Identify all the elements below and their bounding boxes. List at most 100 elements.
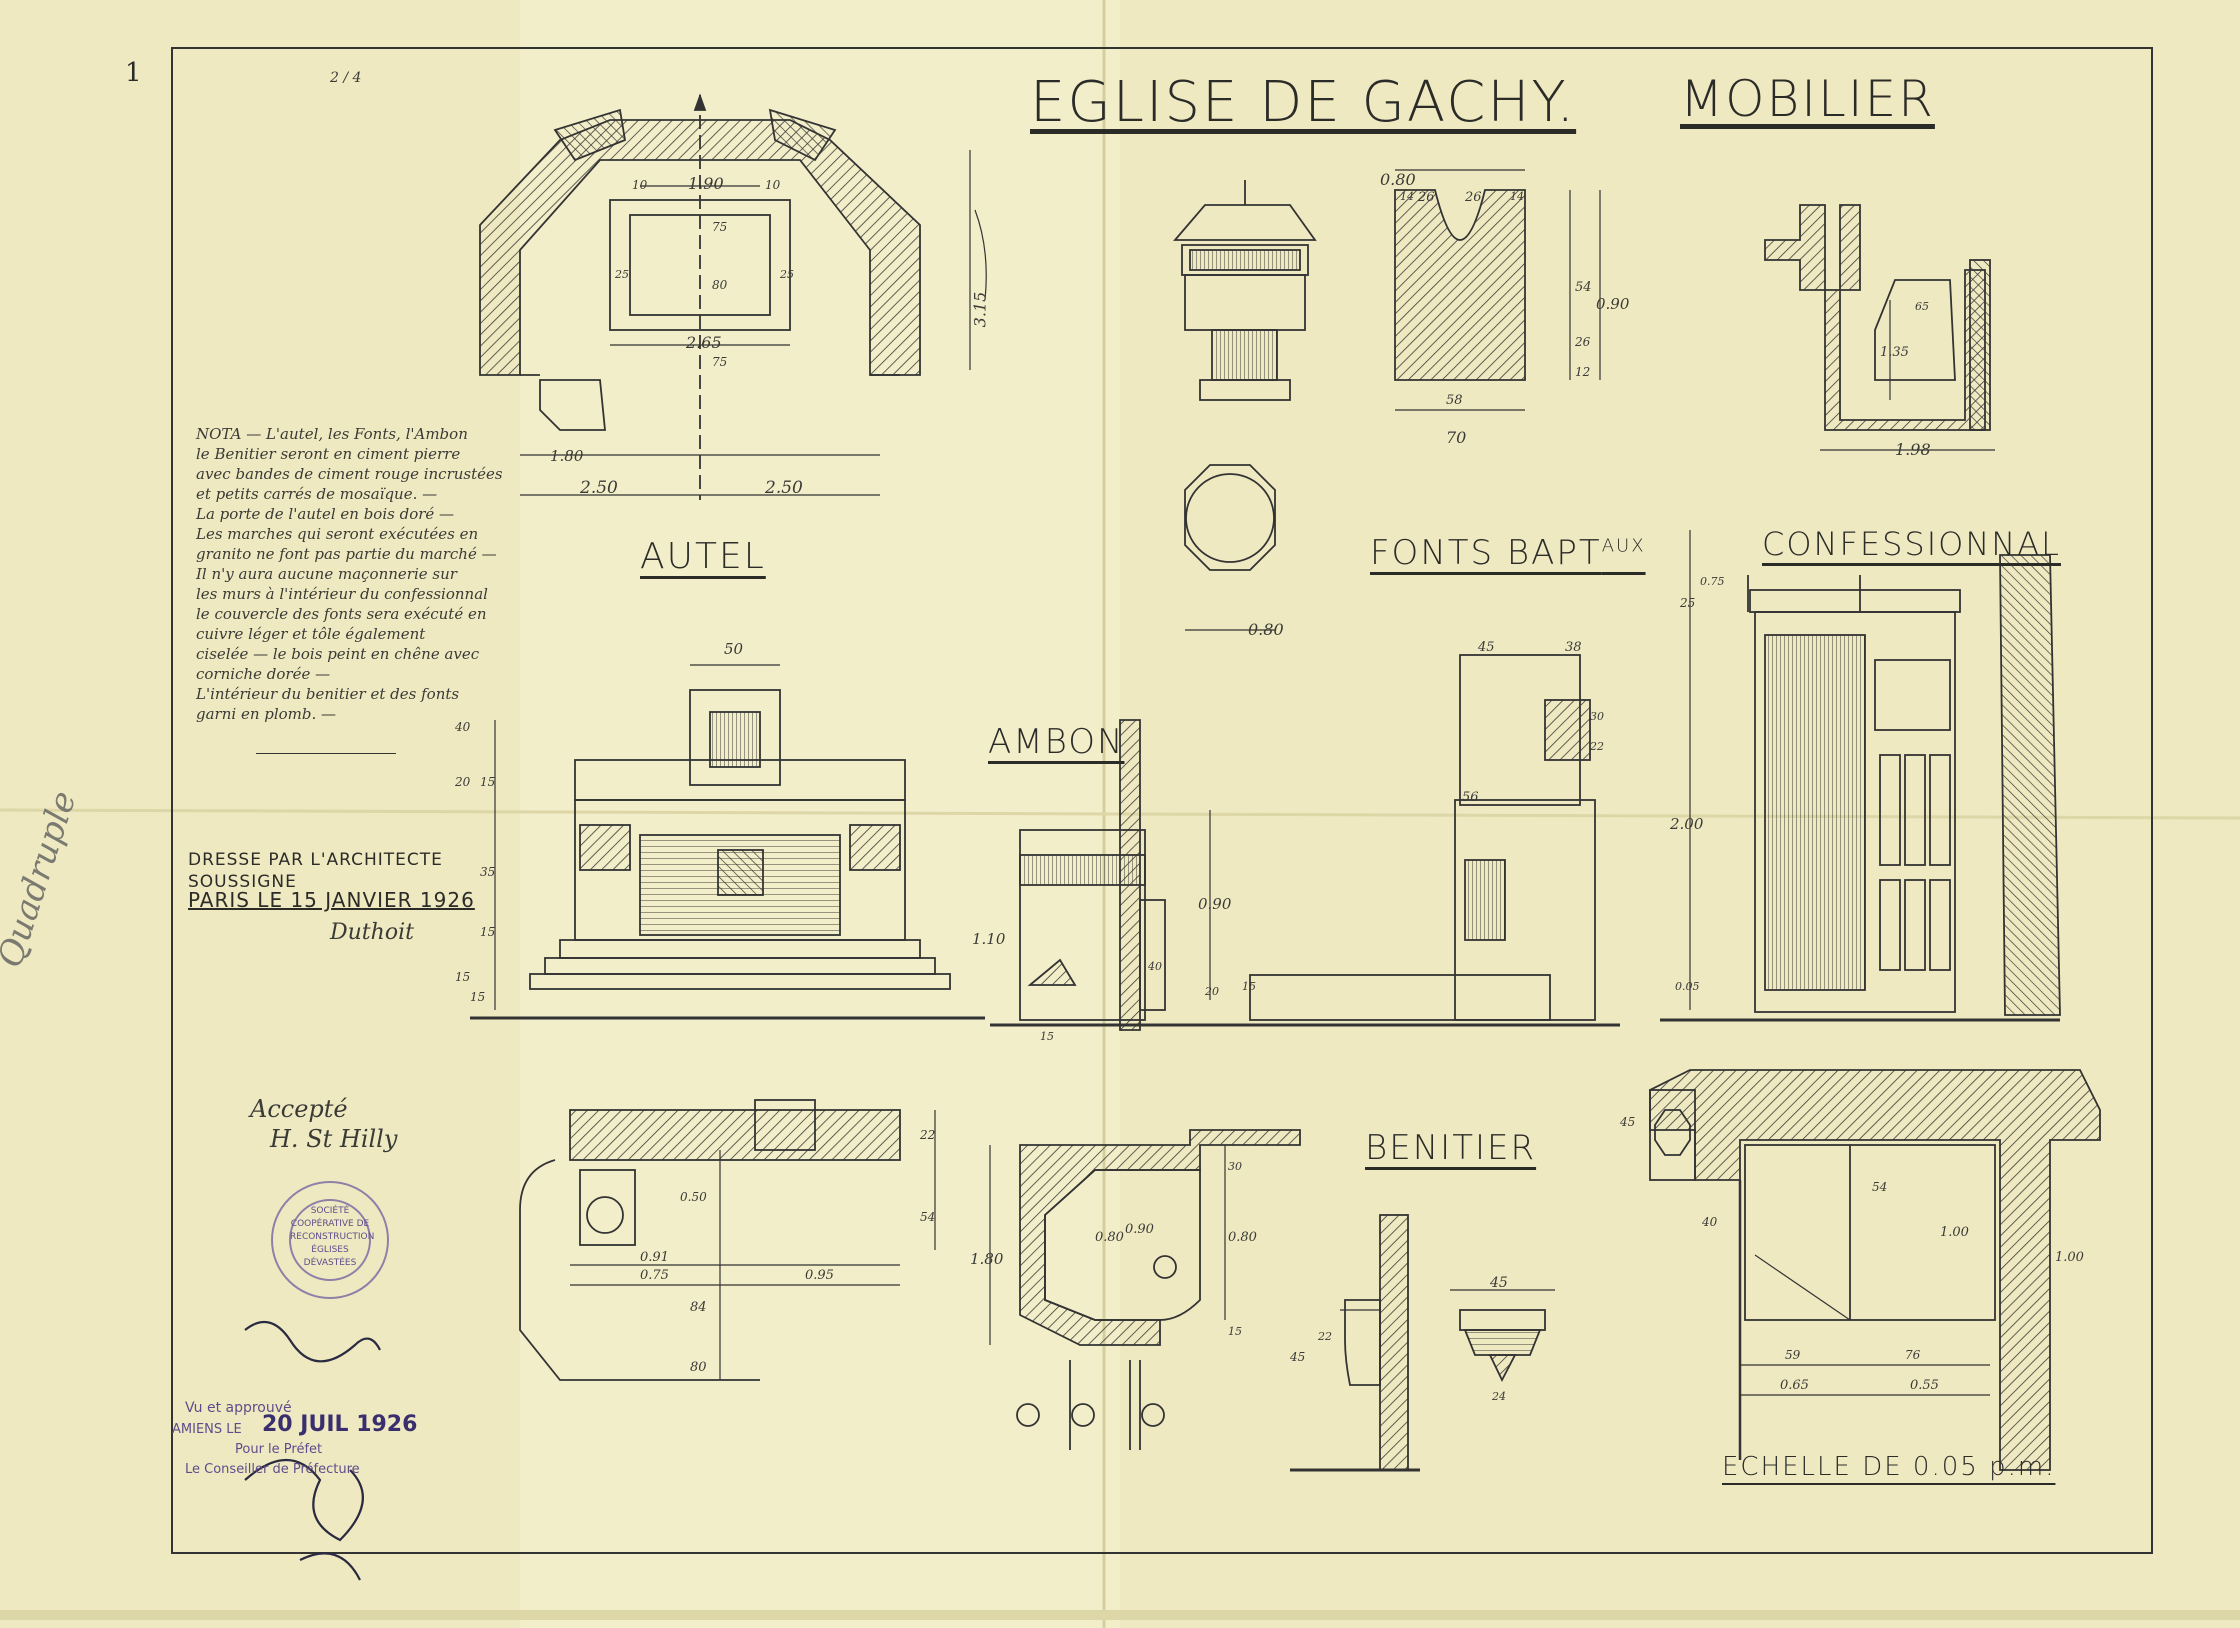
approval-line3: Pour le Préfet [235,1442,323,1457]
nota-block: NOTA — L'autel, les Fonts, l'Ambon le Be… [196,425,536,754]
dim-label: 76 [1905,1348,1921,1362]
dim-label: 65 [1915,300,1929,313]
dim-label: 22 [1590,740,1604,753]
nota-line: cuivre léger et tôle également [196,625,426,643]
dim-label: 15 [480,775,496,789]
dim-label: 15 [1228,1325,1242,1338]
dim-label: 12 [1575,365,1591,379]
approval-line2: AMIENS LE [172,1422,242,1437]
dim-label: 70 [1446,428,1467,447]
label-benitier: BENITIER [1365,1128,1537,1168]
dim-label: 0.55 [1910,1378,1939,1393]
dim-label: 0.90 [1125,1222,1154,1237]
dim-label: 1.90 [688,174,724,193]
dim-label: 25 [780,268,794,281]
dim-label: 20 [455,775,471,789]
dim-label: 2.65 [686,333,722,352]
label-fonts-text: FONTS BAPT [1370,533,1602,573]
seal-text: SOCIÉTÉ COOPÉRATIVE DE RECONSTRUCTION ÉG… [290,1206,375,1268]
dim-label: 45 [1290,1350,1306,1364]
dim-label: 75 [712,220,728,234]
dim-label: 0.90 [1198,895,1232,913]
dim-label: 14 [1510,190,1524,203]
dim-label: 25 [615,268,629,281]
dim-label: 54 [1872,1180,1888,1194]
dim-label: 75 [712,355,728,369]
architect-signature: Duthoit [330,920,414,945]
accepte-label: Accepté [250,1095,348,1123]
dim-label: 22 [920,1128,936,1142]
approval-signature [244,1320,381,1581]
dim-label: 0.90 [1596,295,1630,313]
label-fonts-sup: AUX [1601,535,1646,557]
approval-line4: Le Conseiller de Préfecture [185,1462,360,1477]
dim-label: 1.00 [1940,1225,1969,1240]
dim-label: 26 [1575,335,1591,349]
nota-line: et petits carrés de mosaïque. — [196,485,438,503]
dim-label: 2.50 [580,478,618,498]
dim-label: 84 [690,1300,707,1315]
label-fonts-baptismaux: FONTS BAPTAUX [1370,533,1646,573]
dim-label: 30 [1228,1160,1242,1173]
dim-label: 1.10 [972,930,1006,948]
approval-line1: Vu et approuvé [185,1400,292,1416]
dim-label: 45 [1478,640,1495,655]
dim-label: 1.98 [1895,440,1931,459]
confessionnal-elevation [1660,530,2061,1022]
dim-label: 30 [1590,710,1604,723]
nota-line: NOTA — L'autel, les Fonts, l'Ambon [196,425,468,443]
fonts-baptismaux-drawings [1173,169,1601,631]
dim-label: 38 [1565,640,1582,655]
dim-label: 2.00 [1670,815,1704,833]
nota-line: avec bandes de ciment rouge incrustées [196,465,503,483]
dim-label: 0.80 [1095,1230,1124,1245]
dim-label: 58 [1446,393,1463,408]
dim-label: 54 [920,1210,936,1224]
dim-label: 15 [480,925,496,939]
dim-label: 56 [1462,790,1479,805]
dim-label: 0.05 [1675,980,1700,993]
dim-label: 20 [1205,985,1219,998]
autel-elevation [470,664,985,1020]
dim-label: 15 [455,970,471,984]
dim-label: 1.35 [1880,345,1909,360]
dim-label: 45 [1490,1275,1508,1291]
dim-label: 3.15 [970,291,990,328]
sheet-subtitle: MOBILIER [1680,70,1935,128]
nota-line: ciselée — le bois peint en chêne avec [196,645,480,663]
autel-plan-lower [519,1099,936,1381]
dim-label: 25 [1680,596,1696,610]
dim-label: 14 [1400,190,1414,203]
dim-label: 2.50 [765,478,803,498]
nota-line: le couvercle des fonts sera exécuté en [196,605,487,623]
architect-line1: DRESSE PAR L'ARCHITECTE [188,850,443,870]
approval-date: 20 JUIL 1926 [262,1412,418,1437]
nota-line: La porte de l'autel en bois doré — [196,505,455,523]
dim-label: 26 [1465,190,1482,205]
dim-label: 45 [1620,1115,1636,1129]
dim-label: 0.65 [1780,1378,1809,1393]
dim-label: 0.80 [1380,170,1416,189]
dim-label: 0.80 [1228,1230,1257,1245]
dim-label: 0.91 [640,1250,669,1265]
dim-label: 0.75 [640,1268,669,1283]
seal-stamp [271,1181,389,1299]
dim-label: 22 [1318,1330,1332,1343]
dim-label: 10 [632,178,648,192]
page-mark: 2 / 4 [330,70,362,86]
nota-line: les murs à l'intérieur du confessionnal [196,585,488,603]
dim-label: 26 [1418,190,1435,205]
confessionnal-plan [1649,1069,2101,1471]
dim-label: 10 [765,178,781,192]
nota-line: garni en plomb. — [196,705,337,723]
dim-label: 0.80 [1248,620,1284,639]
sheet-border [171,47,2153,1554]
label-scale: ECHELLE DE 0.05 p.m. [1722,1452,2056,1482]
dim-label: 15 [1040,1030,1054,1043]
nota-line: Les marches qui seront exécutées en [196,525,479,543]
dim-label: 0.95 [805,1268,834,1283]
dim-label: 59 [1785,1348,1801,1362]
label-confessionnal: CONFESSIONNAL [1762,525,2061,563]
